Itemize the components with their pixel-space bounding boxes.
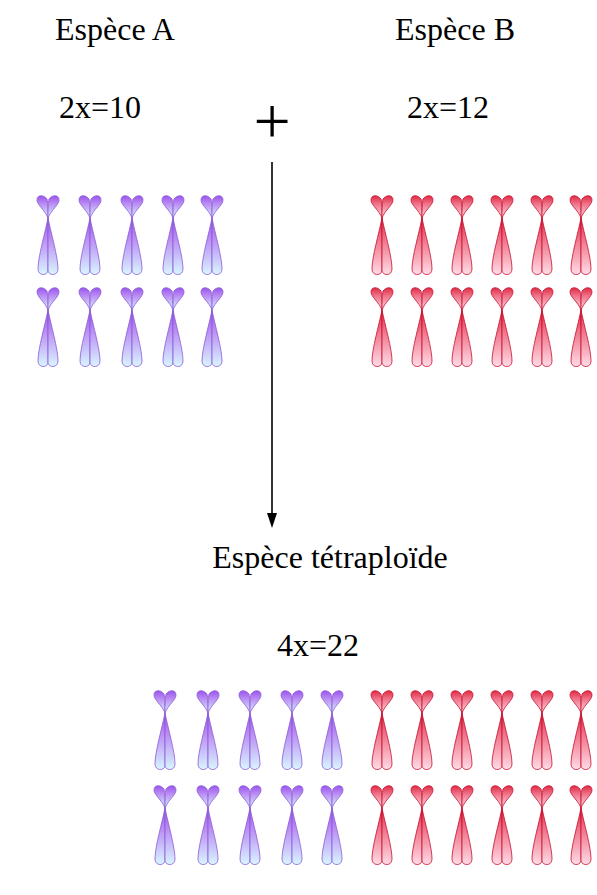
cross-sign: + [253, 88, 290, 154]
chromosome-count: 4x=22 [277, 628, 359, 663]
species-name: Espèce A [55, 12, 175, 47]
species-name: Espèce tétraploïde [212, 540, 447, 575]
chromosome-count: 2x=10 [59, 90, 141, 125]
chromosome-count: 2x=12 [407, 90, 489, 125]
species-name: Espèce B [395, 12, 515, 47]
